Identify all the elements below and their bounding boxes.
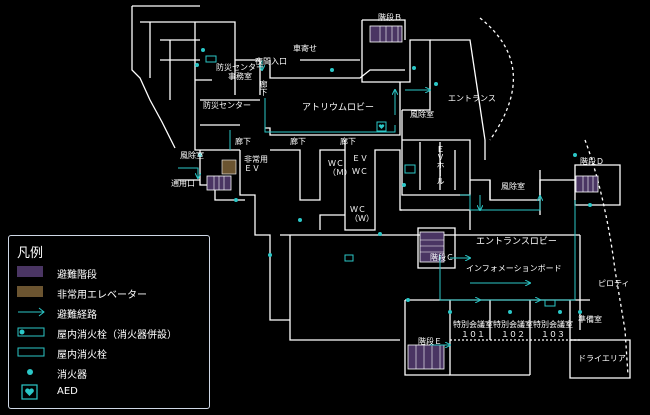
atrium-lobby-label: アトリウムロビー — [302, 103, 375, 113]
corridor-vertical-label: 廊下 — [259, 80, 268, 96]
windbreak-right-label: 風除室 — [501, 182, 525, 191]
wc-small-label: ＷＣ — [352, 167, 368, 176]
evac-stair-swatch — [17, 266, 43, 277]
evac-routes — [178, 60, 576, 345]
hydrant-icon — [17, 347, 45, 357]
legend-item-evac-stair: 避難階段 — [17, 264, 207, 281]
legend-item-aed: AED — [17, 384, 207, 400]
meeting-101-label: 特別会議室 １０１ — [453, 320, 493, 339]
wc-w-label: ＷＣ （Ｗ） — [350, 205, 374, 223]
stair-treads — [213, 26, 594, 369]
stair-b-label: 階段Ｂ — [378, 13, 402, 22]
windbreak-top-label: 風除室 — [410, 110, 434, 119]
elevator-swatch — [17, 286, 43, 297]
piloti-label: ピロティ — [598, 279, 630, 288]
emergency-ev-label: 非常用 ＥＶ — [244, 155, 268, 173]
disaster-center-label: 防災センター — [203, 101, 251, 110]
wc-ev-label: ＥＶ — [352, 154, 368, 163]
legend-item-hydrant-ext: 屋内消火栓（消火器併設） — [17, 324, 207, 341]
evac-stairs — [206, 25, 599, 370]
ev-hall-label: ＥＶホール — [436, 145, 445, 185]
stair-c-label: 階段Ｃ — [430, 253, 454, 262]
prep-room-label: 準備室 — [578, 315, 602, 324]
stair-d-label: 階段Ｄ — [580, 157, 604, 166]
legend-item-hydrant: 屋内消火栓 — [17, 344, 207, 361]
legend-item-elevator: 非常用エレベーター — [17, 284, 207, 301]
hydrants — [205, 55, 556, 307]
disaster-center-office-label: 防災センター 事務室 — [216, 63, 264, 81]
aed-heart-icon — [21, 384, 38, 400]
legend-item-label: 避難経路 — [57, 310, 97, 321]
emergency-elevator-shaft — [221, 159, 237, 175]
legend-item-label: 屋内消火栓（消火器併設） — [57, 330, 177, 341]
dry-area-label: ドライエリア — [578, 354, 626, 363]
info-board-label: インフォメーションボード — [466, 264, 562, 273]
route-arrow-icon — [18, 307, 45, 317]
legend-item-label: AED — [57, 386, 78, 397]
legend-item-label: 屋内消火栓 — [57, 350, 107, 361]
stair-e-label: 階段Ｅ — [418, 337, 442, 346]
legend-item-label: 避難階段 — [57, 270, 97, 281]
aed-marker — [376, 121, 387, 132]
extinguisher-dot-icon — [27, 369, 33, 375]
wc-m-label: ＷＣ （Ｍ） — [328, 159, 352, 177]
extinguishers — [195, 48, 592, 314]
entrance-lobby-label: エントランスロビー — [476, 237, 557, 247]
legend: 凡例 避難階段 非常用エレベーター 避難経路 屋内消火栓（消火器併設） 屋内消火… — [8, 235, 210, 409]
legend-item-label: 非常用エレベーター — [57, 290, 147, 301]
legend-item-extinguisher: 消火器 — [17, 364, 207, 381]
legend-item-label: 消火器 — [57, 370, 87, 381]
corridor-2-label: 廊下 — [290, 137, 306, 146]
legend-title: 凡例 — [17, 246, 44, 261]
meeting-103-label: 特別会議室 １０３ — [533, 320, 573, 339]
service-entrance-label: 通用口 — [171, 179, 195, 188]
hydrant-with-extinguisher-icon — [17, 327, 45, 337]
windbreak-left-label: 風除室 — [180, 151, 204, 160]
meeting-102-label: 特別会議室 １０２ — [493, 320, 533, 339]
corridor-3-label: 廊下 — [340, 137, 356, 146]
legend-item-route: 避難経路 — [17, 304, 207, 321]
corridor-1-label: 廊下 — [235, 137, 251, 146]
night-entrance-label: 夜間入口 — [255, 57, 287, 66]
car-stop-label: 車寄せ — [293, 44, 317, 53]
entrance-label: エントランス — [448, 94, 496, 103]
